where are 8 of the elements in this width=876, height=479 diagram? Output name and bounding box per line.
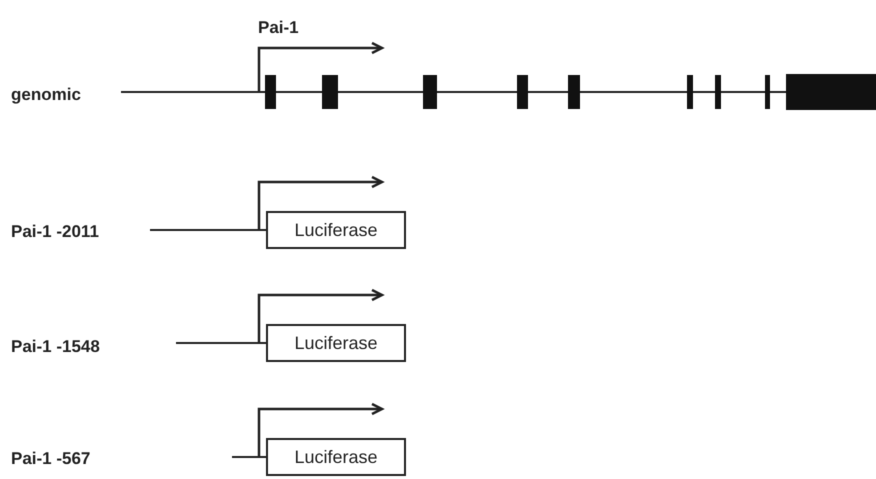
construct-label: Pai-1 -2011 [11,223,99,240]
reporter-gene-box: Luciferase [266,324,406,362]
track-label: genomic [11,86,81,103]
gene-name-label: Pai-1 [258,19,299,36]
reporter-gene-box: Luciferase [266,438,406,476]
reporter-gene-box: Luciferase [266,211,406,249]
construct-label: Pai-1 -1548 [11,338,100,355]
construct-label: Pai-1 -567 [11,450,90,467]
